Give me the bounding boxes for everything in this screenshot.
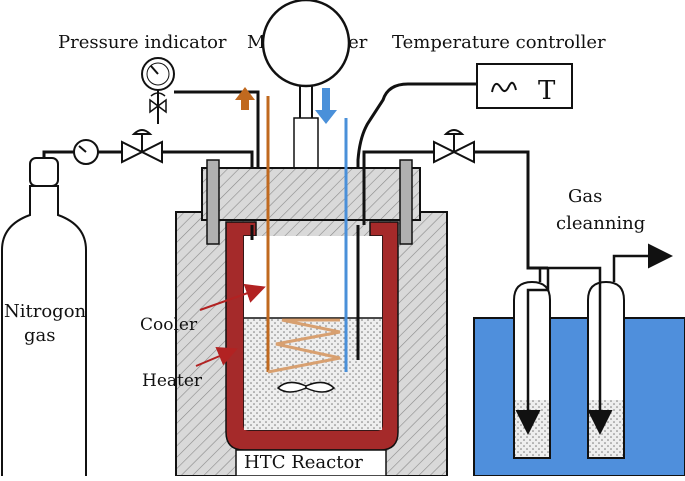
thermocouple-line xyxy=(356,82,477,225)
temperature-controller-label: Temperature controller xyxy=(392,32,606,53)
motor-circle xyxy=(261,0,351,88)
nitrogen-cylinder xyxy=(1,157,87,476)
impeller xyxy=(276,381,336,393)
cooling-coil xyxy=(267,318,341,374)
water-bath xyxy=(473,317,685,477)
heater-label: Heater xyxy=(142,371,203,391)
gas-wash-bottle-2 xyxy=(587,280,625,459)
cooler-label: Cooler xyxy=(140,315,198,335)
left-bolt xyxy=(206,159,220,245)
cooler-in-arrow xyxy=(315,88,337,124)
temperature-controller-box xyxy=(476,63,573,109)
gas-wash-bottle-1 xyxy=(513,280,551,459)
nitrogen-label-line2: gas xyxy=(24,325,56,346)
cooler-out-arrow xyxy=(235,87,255,110)
valve-icon xyxy=(433,129,475,164)
valve-icon xyxy=(121,129,163,164)
wave-icon xyxy=(491,81,517,93)
gas-exhaust-tube xyxy=(612,243,673,282)
small-gauge-icon xyxy=(73,139,99,165)
pressure-gauge-icon xyxy=(141,57,175,124)
pressure-indicator-label: Pressure indicator xyxy=(58,32,227,53)
gas-cleaning-label-line1: Gas xyxy=(568,186,602,207)
bottle1-inlet-tube xyxy=(515,268,550,435)
gas-cleaning-label-line2: cleanning xyxy=(556,213,645,234)
cooler-pointer xyxy=(199,283,266,311)
gas-line-to-cleaning xyxy=(474,150,548,270)
vessel-base xyxy=(235,449,387,477)
heater-pointer xyxy=(195,346,238,367)
gas-outlet-line xyxy=(362,150,434,225)
reactor-lid xyxy=(201,167,421,221)
gas-inlet-line xyxy=(42,150,74,158)
reactor-label: HTC Reactor xyxy=(244,452,363,473)
bottle-connector-tube xyxy=(538,266,613,435)
temperature-symbol: T xyxy=(538,76,556,106)
nitrogen-label-line1: Nitrogon xyxy=(4,301,87,322)
right-bolt xyxy=(399,159,413,245)
vessel-interior xyxy=(244,236,382,430)
